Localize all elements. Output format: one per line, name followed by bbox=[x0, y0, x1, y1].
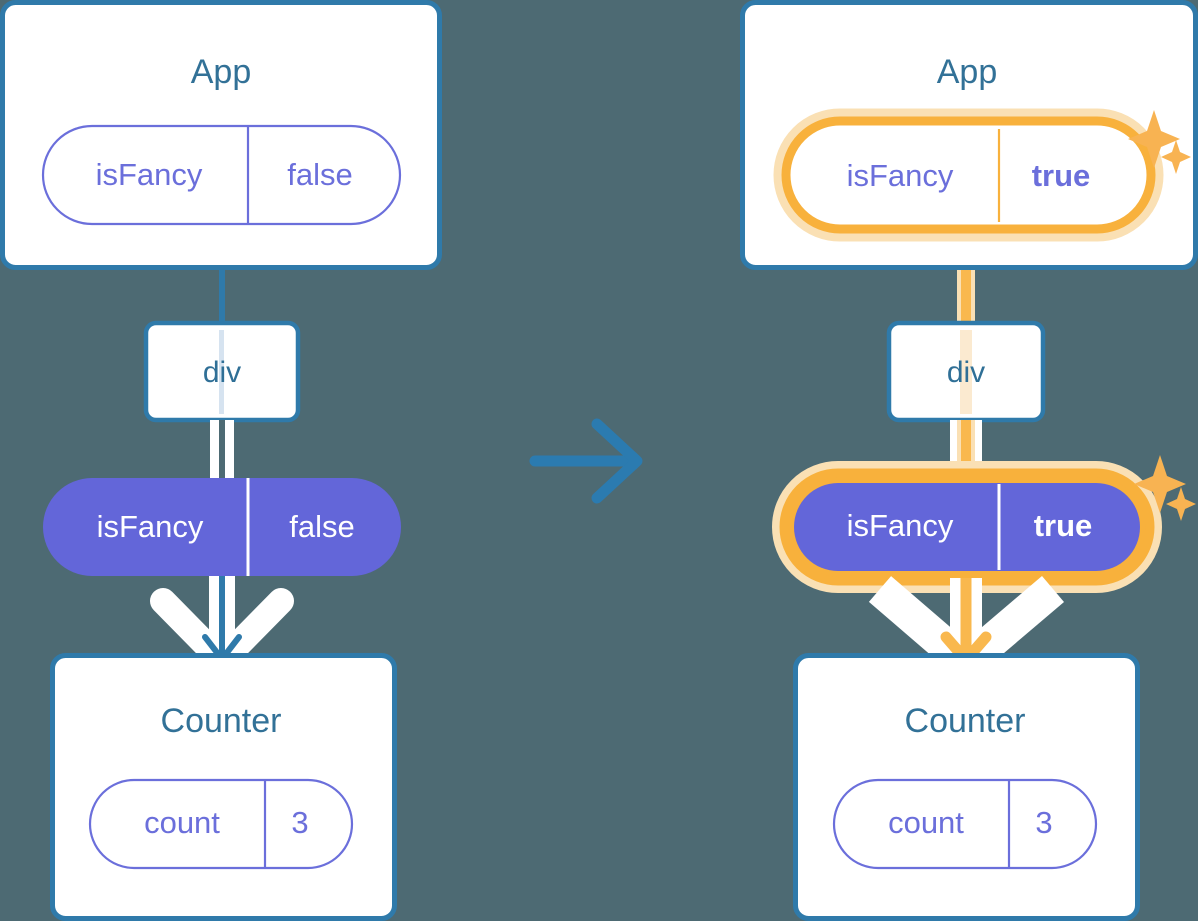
transition-arrow-icon bbox=[529, 418, 643, 504]
state-pill-highlight-ring-after bbox=[781, 116, 1156, 234]
panel-before: App isFancy false div isFancy bbox=[0, 0, 442, 921]
prop-pill-body-before bbox=[43, 478, 401, 576]
state-pill-value-before: false bbox=[287, 157, 352, 192]
count-pill-body-after bbox=[832, 778, 1098, 870]
state-pill-isfancy-before: isFancy false bbox=[41, 124, 402, 226]
counter-card-after: Counter count 3 bbox=[793, 653, 1140, 921]
app-card-before: App isFancy false bbox=[0, 0, 442, 270]
div-node-label-after: div bbox=[947, 356, 985, 389]
div-node-passthrough-line-after bbox=[960, 330, 972, 414]
count-pill-key-before: count bbox=[144, 805, 220, 840]
state-pill-key-after: isFancy bbox=[847, 158, 954, 193]
div-node-after: div bbox=[886, 320, 1046, 423]
state-pill-body-before bbox=[41, 124, 402, 226]
sparkle-app-pill-icon bbox=[1128, 110, 1191, 174]
flow-arrow-after bbox=[868, 576, 1065, 676]
connector-app-to-div-before bbox=[219, 268, 225, 330]
div-node-label-before: div bbox=[203, 356, 241, 389]
app-card-after: App isFancy true bbox=[740, 0, 1198, 270]
div-node-passthrough-line-before bbox=[219, 330, 224, 414]
connector-div-to-prop-before bbox=[210, 420, 234, 482]
prop-pill-value-after: true bbox=[1034, 508, 1093, 543]
state-pill-count-after: count 3 bbox=[832, 778, 1098, 870]
count-pill-value-after: 3 bbox=[1035, 805, 1052, 840]
count-pill-value-before: 3 bbox=[291, 805, 308, 840]
state-pill-count-before: count 3 bbox=[88, 778, 354, 870]
count-pill-key-after: count bbox=[888, 805, 964, 840]
state-pill-key-before: isFancy bbox=[96, 157, 203, 192]
panel-after: App isFancy true div bbox=[740, 0, 1198, 921]
prop-pill-isfancy-after: isFancy true bbox=[772, 455, 1196, 593]
app-card-title-before: App bbox=[191, 53, 252, 91]
count-pill-body-before bbox=[88, 778, 354, 870]
prop-pill-body-after bbox=[794, 483, 1140, 571]
flow-arrow-before bbox=[150, 576, 294, 674]
prop-pill-value-before: false bbox=[289, 509, 354, 544]
counter-card-title-before: Counter bbox=[161, 702, 282, 740]
state-pill-value-after: true bbox=[1032, 158, 1091, 193]
prop-pill-key-before: isFancy bbox=[97, 509, 204, 544]
counter-card-before: Counter count 3 bbox=[50, 653, 397, 921]
prop-pill-isfancy-before: isFancy false bbox=[43, 478, 401, 576]
prop-pill-key-after: isFancy bbox=[847, 508, 954, 543]
sparkle-prop-pill-icon bbox=[1134, 455, 1196, 521]
state-pill-isfancy-after: isFancy true bbox=[773, 108, 1164, 242]
div-node-before: div bbox=[143, 320, 301, 423]
counter-card-title-after: Counter bbox=[905, 702, 1026, 740]
app-card-title-after: App bbox=[937, 53, 998, 91]
